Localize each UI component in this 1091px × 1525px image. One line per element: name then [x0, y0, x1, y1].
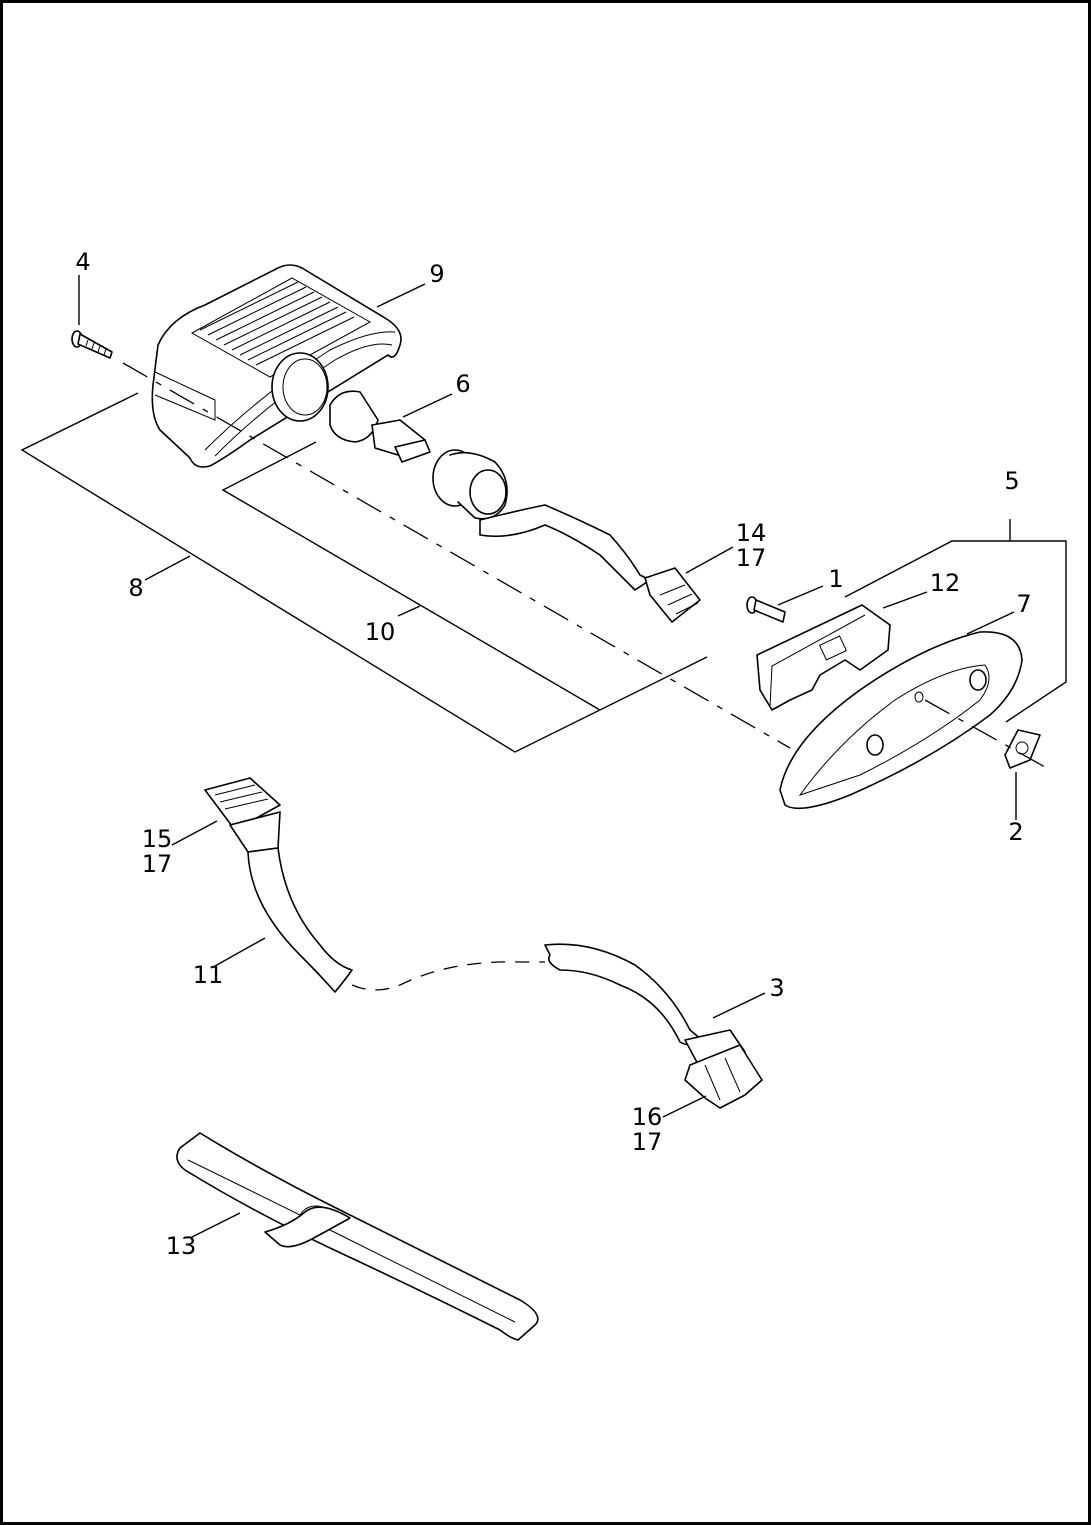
- callout-1: 1: [828, 565, 843, 593]
- callout-10: 10: [365, 618, 396, 646]
- bulb: [329, 390, 431, 463]
- callout-14-17: 17: [736, 544, 767, 572]
- callout-14: 14: [736, 519, 767, 547]
- callout-9: 9: [429, 260, 444, 288]
- callout-13: 13: [166, 1232, 197, 1260]
- callout-15: 15: [142, 825, 173, 853]
- callout-5: 5: [1004, 467, 1019, 495]
- callout-15-17: 17: [142, 850, 173, 878]
- socket-with-wiring: [432, 449, 701, 623]
- lens-nut: [1004, 729, 1041, 769]
- wiring-harness: [204, 777, 763, 1109]
- screw-4: [71, 330, 113, 359]
- callout-4: 4: [75, 248, 90, 276]
- callout-16-17: 17: [632, 1128, 663, 1156]
- callout-11: 11: [193, 961, 224, 989]
- callout-16: 16: [632, 1103, 663, 1131]
- callout-labels: 4 9 6 5 14 17 1 12 7 8 10 2 15 17 11 3 1…: [75, 248, 1031, 1260]
- foam-strip: [176, 1132, 539, 1341]
- lamp-lens: [779, 631, 1023, 810]
- leader-lines: [78, 275, 1017, 1239]
- callout-12: 12: [930, 569, 961, 597]
- callout-6: 6: [455, 370, 470, 398]
- assembly-brackets: [20, 362, 1067, 768]
- lamp-housing: [151, 264, 402, 468]
- callout-8: 8: [128, 574, 143, 602]
- callout-2: 2: [1008, 818, 1023, 846]
- callout-3: 3: [769, 974, 784, 1002]
- mounting-bracket: [746, 596, 891, 711]
- callout-7: 7: [1016, 590, 1031, 618]
